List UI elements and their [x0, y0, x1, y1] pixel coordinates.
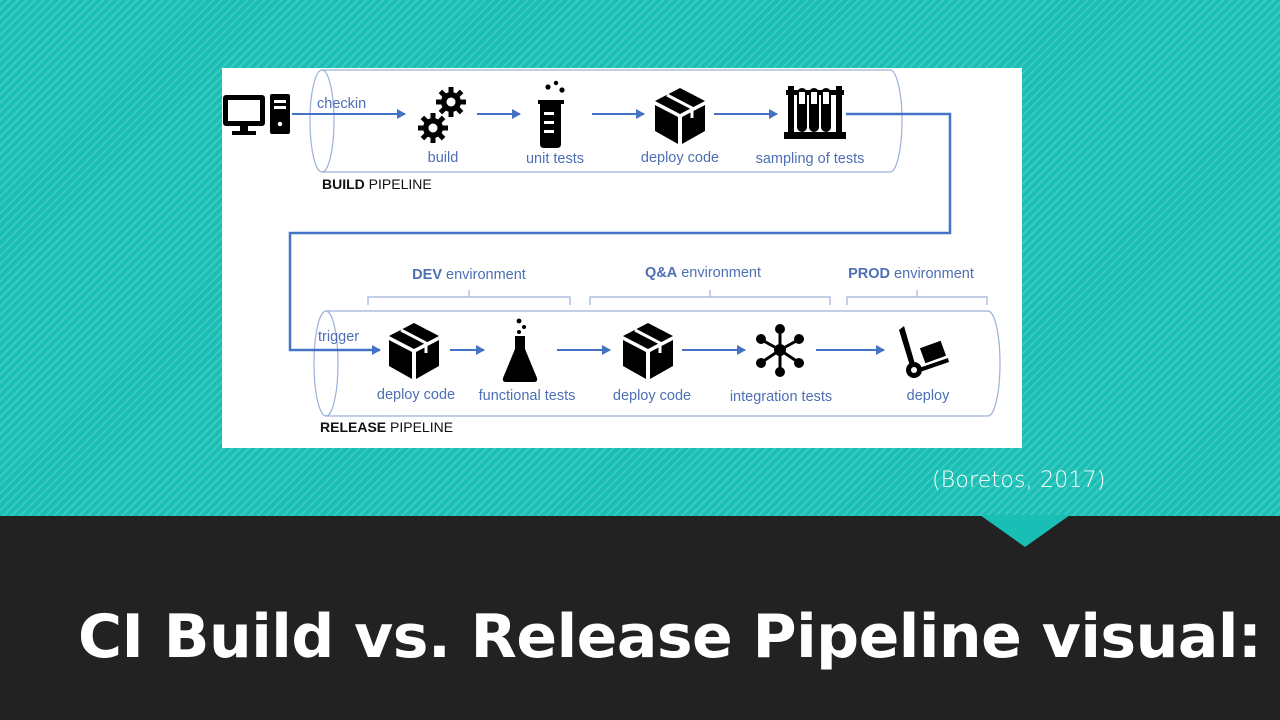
environment-brackets: [367, 290, 988, 305]
build-step-label: build: [428, 150, 459, 166]
release-pipeline-tube: [313, 310, 1001, 417]
computer-icon: [223, 94, 290, 135]
package-icon: [623, 323, 673, 379]
slide-title-band: [0, 516, 1280, 720]
qa-deploy-code-label: deploy code: [613, 388, 691, 404]
integration-tests-label: integration tests: [730, 389, 832, 405]
citation: (Boretos, 2017): [932, 468, 1106, 493]
unit-tests-step-label: unit tests: [526, 151, 584, 167]
beaker-icon: [538, 80, 565, 148]
hand-truck-icon: [899, 326, 949, 378]
deploy-code-step-label: deploy code: [641, 150, 719, 166]
build-edge-label: checkin: [317, 96, 366, 112]
build-pipeline-label: BUILD PIPELINE: [322, 176, 432, 192]
flask-icon: [502, 318, 538, 382]
pipeline-diagram: checkin build unit tests deploy code sam…: [222, 68, 1022, 448]
build-pipeline-tube: [309, 69, 903, 173]
functional-tests-label: functional tests: [479, 388, 576, 404]
qa-environment-label: Q&A environment: [645, 265, 761, 281]
slide-title: CI Build vs. Release Pipeline visual:: [78, 602, 1262, 672]
dev-environment-label: DEV environment: [412, 267, 526, 283]
package-icon: [655, 88, 705, 144]
release-deploy-code-label: deploy code: [377, 387, 455, 403]
deploy-step-label: deploy: [907, 388, 950, 404]
prod-environment-label: PROD environment: [848, 266, 974, 282]
release-pipeline-label: RELEASE PIPELINE: [320, 419, 453, 435]
network-icon: [756, 324, 804, 377]
release-edge-label: trigger: [318, 329, 359, 345]
package-icon: [389, 323, 439, 379]
sampling-step-label: sampling of tests: [756, 151, 865, 167]
pipeline-link-arrow: [288, 112, 952, 355]
test-tubes-icon: [784, 86, 846, 139]
gears-icon: [418, 87, 466, 143]
callout-notch: [980, 515, 1070, 547]
